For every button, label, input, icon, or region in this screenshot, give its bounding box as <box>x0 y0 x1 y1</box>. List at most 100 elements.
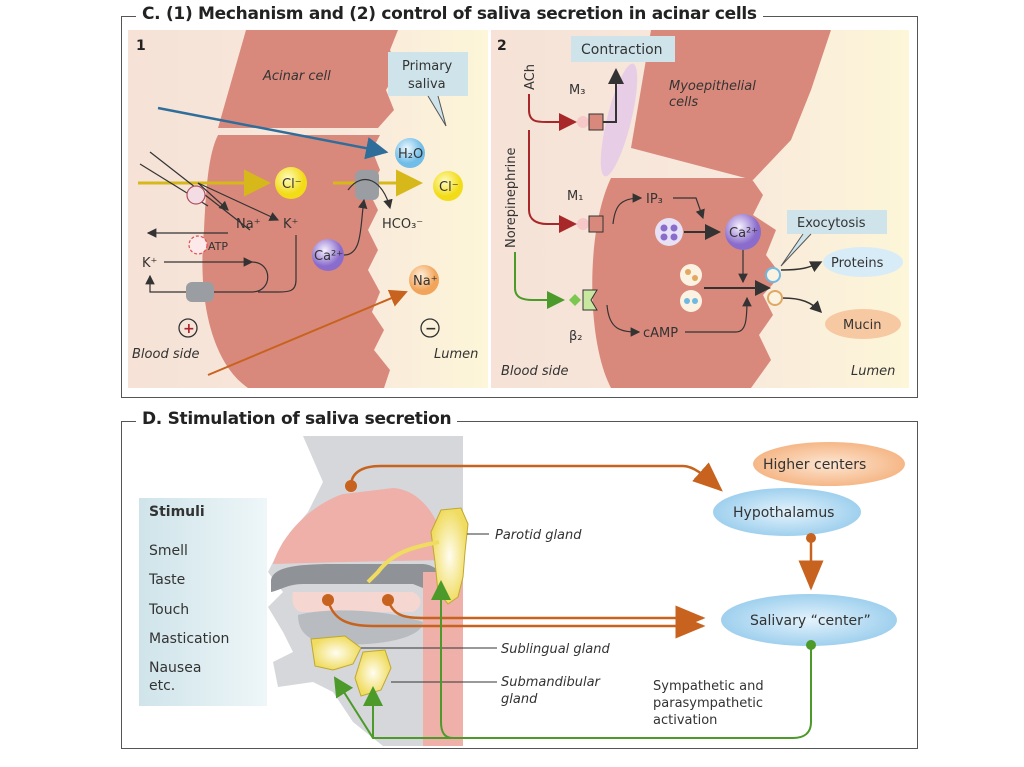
na-lumen-ion <box>409 265 439 295</box>
k-blood-label: K⁺ <box>142 256 157 271</box>
zymogen-granule-2 <box>680 290 702 312</box>
camp-label: cAMP <box>643 326 678 341</box>
ach-ligand-m3 <box>577 116 589 128</box>
taste-afferent-arrow-1 <box>326 599 706 639</box>
oral-cavity <box>292 592 421 612</box>
hco3-label: HCO₃⁻ <box>382 217 423 232</box>
myoepithelial-cell-region <box>631 30 831 180</box>
stimulus-etc: etc. <box>149 678 175 694</box>
sublingual-gland-icon <box>310 635 362 671</box>
smell-afferent-arrow <box>349 462 723 492</box>
na-lumen-label: Na⁺ <box>413 274 438 289</box>
ip3-arrow <box>612 193 643 225</box>
m1-label: M₁ <box>567 189 583 204</box>
plus-sign: + <box>183 321 195 337</box>
exocytosis-box <box>787 210 887 234</box>
cl-channel-icon <box>355 170 379 200</box>
k-channel-icon <box>186 282 214 302</box>
palate <box>271 564 441 592</box>
h2o-label: H₂O <box>398 147 423 162</box>
exocytosis-vesicle-1 <box>765 267 781 283</box>
ca-ion <box>312 239 344 271</box>
section-c-title: C. (1) Mechanism and (2) control of sali… <box>136 4 763 24</box>
plus-charge-icon <box>178 318 198 338</box>
na-inside-label: Na⁺ <box>236 217 261 232</box>
m1-receptor-icon <box>588 215 604 233</box>
hco3-arrow <box>347 178 393 210</box>
panel-1-diagram: 1 Acinar cell Primary saliva H₂O Cl⁻ Cl⁻… <box>128 30 488 388</box>
myoepithelial-line2: cells <box>669 95 698 110</box>
minus-sign: − <box>425 321 437 337</box>
stimulus-taste: Taste <box>148 572 185 588</box>
na-k-atpase-icon <box>188 235 208 255</box>
atp-label: ATP <box>208 240 228 253</box>
stimulus-smell: Smell <box>149 543 188 559</box>
camp-arrow <box>606 304 641 337</box>
nasal-cavity <box>273 488 448 564</box>
pharynx <box>423 572 463 746</box>
ca-label: Ca²⁺ <box>314 249 343 264</box>
acinar-cell-label: Acinar cell <box>262 69 331 84</box>
ach-to-m3-arrow <box>528 94 577 131</box>
proteins-label: Proteins <box>831 256 884 271</box>
cl-lumen-label: Cl⁻ <box>439 180 459 195</box>
na-arrow <box>197 182 229 211</box>
minus-charge-icon <box>420 318 440 338</box>
ca-store-vesicle <box>655 218 683 246</box>
primary-saliva-pointer <box>427 95 447 127</box>
k-inside-label: K⁺ <box>283 217 298 232</box>
myoepithelial-line1: Myoepithelial <box>669 79 756 94</box>
ach-ligand-m1 <box>577 218 589 230</box>
beta2-receptor-icon <box>582 289 598 311</box>
stimulus-mastication: Mastication <box>149 631 229 647</box>
contraction-box <box>571 36 675 62</box>
efferent-to-parotid-arrow <box>431 580 812 739</box>
norepinephrine-label: Norepinephrine <box>504 147 519 248</box>
mucin-ellipse <box>825 309 901 339</box>
cotransporter-icon <box>186 185 206 205</box>
exocytosis-label: Exocytosis <box>797 216 866 231</box>
blood-side-label-2: Blood side <box>501 364 568 379</box>
higher-centers-label: Higher centers <box>763 457 866 473</box>
blood-side-label-1: Blood side <box>132 347 199 362</box>
salivary-center-label: Salivary “center” <box>750 613 871 629</box>
panel-2-diagram: 2 Contraction ACh Norepinephrine M₃ Myoe… <box>491 30 909 388</box>
k-arrow <box>197 182 280 221</box>
parotid-duct <box>366 540 440 584</box>
lumen-label-1: Lumen <box>434 347 478 362</box>
higher-centers-node <box>753 442 905 486</box>
primary-saliva-line1: Primary <box>402 59 453 74</box>
taste-afferent-arrow-2 <box>386 599 706 631</box>
contraction-label: Contraction <box>581 42 663 58</box>
hypothalamus-label: Hypothalamus <box>733 505 834 521</box>
protein-release-arrow <box>780 261 823 273</box>
myoepithelial-cell-icon <box>600 63 638 177</box>
submandibular-line2: gland <box>501 692 538 707</box>
camp-to-exocytosis-arrow <box>685 296 752 333</box>
cl-inside-label: Cl⁻ <box>282 177 302 192</box>
water-arrow <box>157 106 389 160</box>
lumen-label-2: Lumen <box>851 364 895 379</box>
primary-saliva-box <box>388 52 468 96</box>
ip3-to-ca-arrow <box>673 197 705 220</box>
stimuli-heading: Stimuli <box>149 504 205 520</box>
ca-label-panel-2: Ca²⁺ <box>729 226 758 241</box>
m3-receptor-icon <box>588 113 604 131</box>
section-d-title: D. Stimulation of saliva secretion <box>136 409 458 429</box>
norepinephrine-to-beta2-arrow <box>514 252 565 309</box>
submandibular-line1: Submandibular <box>501 675 602 690</box>
activation-line3: activation <box>653 713 717 728</box>
k-efflux-arrow <box>145 274 188 293</box>
tongue <box>298 610 423 645</box>
stimulation-diagram: Stimuli Smell Taste Touch Mastication Na… <box>139 436 905 746</box>
k-channel-path <box>258 235 297 293</box>
stimuli-box <box>139 498 267 706</box>
contraction-arrow <box>603 68 624 123</box>
mucin-label: Mucin <box>843 318 881 333</box>
ach-to-m1-arrow <box>528 130 577 233</box>
sodium-paracellular-arrow <box>207 289 408 376</box>
section-d-frame <box>121 421 918 749</box>
h2o-ion <box>395 138 425 168</box>
panel-1-number: 1 <box>136 38 146 54</box>
zymogen-granule-1 <box>680 264 702 286</box>
